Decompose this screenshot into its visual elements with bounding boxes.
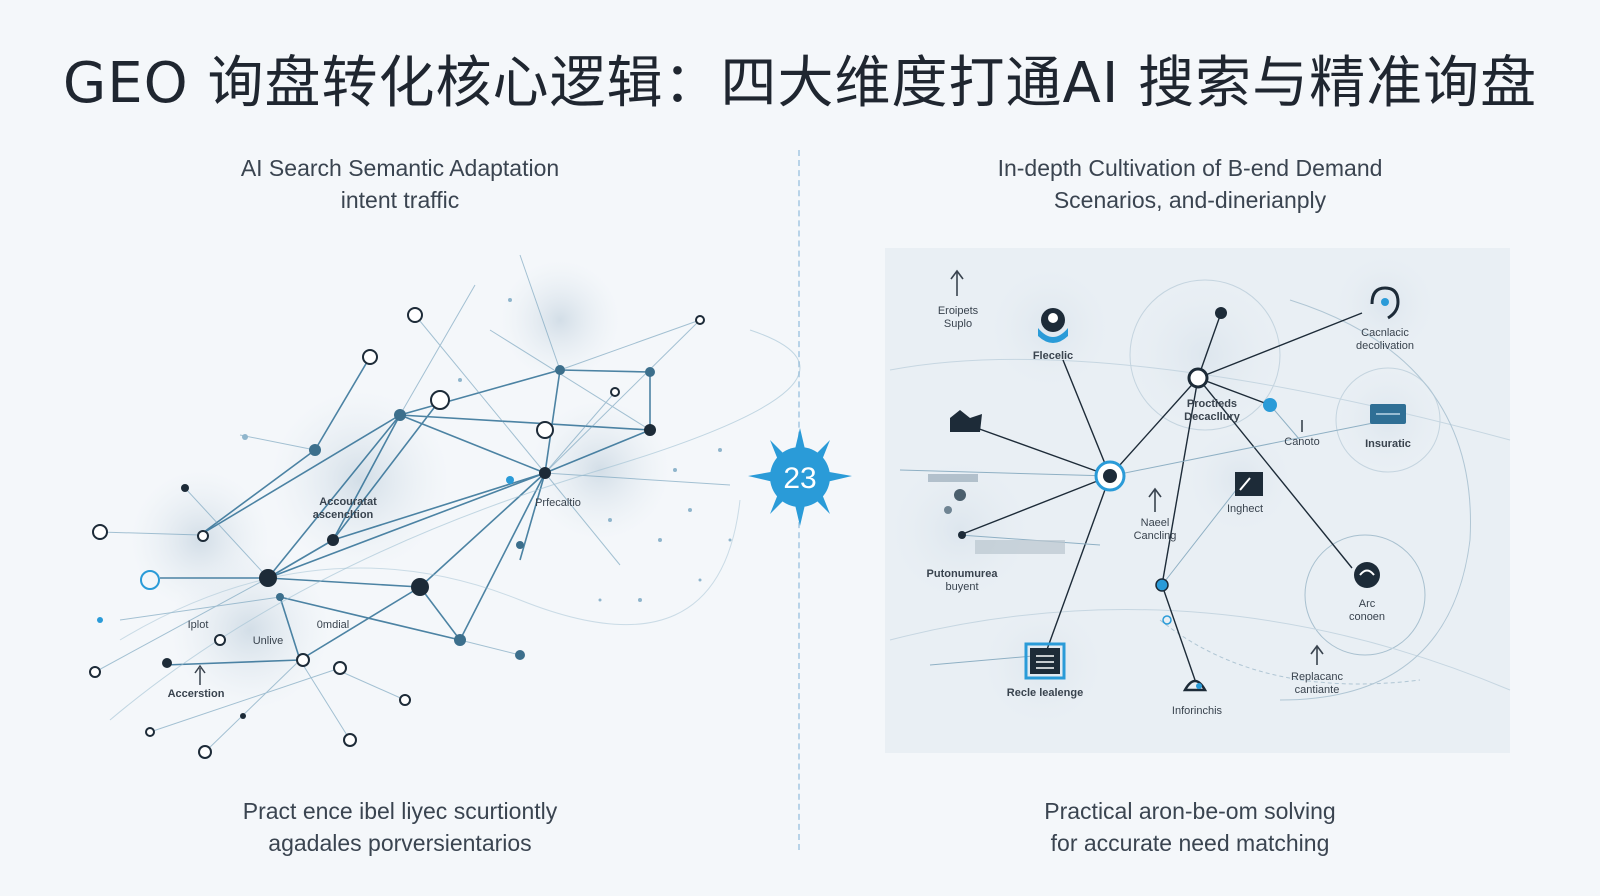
right-heading-line1: In-depth Cultivation of B-end Demand [997, 155, 1383, 181]
left-heading-line2: intent traffic [340, 187, 460, 213]
display-icon [1370, 404, 1406, 424]
info-icon [1182, 679, 1208, 692]
flecelic-icon [1038, 308, 1068, 343]
left-label-iplot: Iplot [188, 619, 209, 631]
ship-icon [950, 410, 982, 432]
right-label-decacllury: Decacllury [1184, 411, 1241, 423]
ear-icon [1370, 286, 1400, 320]
right-label-cacnlacic: Cacnlacic [1361, 327, 1409, 339]
left-label-ascendion: ascencltion [313, 509, 374, 521]
left-label-accuracy: Accouratat [319, 496, 377, 508]
arc-icon [1354, 562, 1380, 588]
right-label-inforinchis: Inforinchis [1172, 705, 1223, 717]
right-label-putonumurea: Putonumurea [927, 568, 999, 580]
right-caption-line2: for accurate need matching [1050, 830, 1330, 856]
right-label-buyent: buyent [945, 581, 978, 593]
page-title: GEO 询盘转化核心逻辑：四大维度打通AI 搜索与精准询盘 [62, 51, 1538, 116]
left-label-unlive: Unlive [253, 635, 284, 647]
left-network: Accouratat ascencltion Prfecaltio Unlive… [89, 254, 801, 759]
right-label-eropets: Eroipets [938, 305, 979, 317]
right-label-decolivation: decolivation [1356, 340, 1414, 352]
right-label-replacanc: Replacanc [1291, 671, 1343, 683]
right-label-canling: Cancling [1134, 530, 1177, 542]
right-label-inghect: Inghect [1227, 503, 1263, 515]
right-label-recle: Recle lealenge [1007, 687, 1083, 699]
left-caption-line1: Pract ence ibel liyec scurtiontly [242, 798, 558, 824]
right-label-arc: Arc [1359, 598, 1376, 610]
right-label-naeel: Naeel [1141, 517, 1170, 529]
right-heading-line2: Scenarios, and-dinerianply [1053, 187, 1327, 213]
left-label-predict: Prfecaltio [535, 497, 581, 509]
left-label-accerstion: Accerstion [168, 688, 225, 700]
right-caption: Practical aron-be-om solving for accurat… [930, 795, 1450, 859]
right-label-conoen: conoen [1349, 611, 1385, 623]
right-caption-line1: Practical aron-be-om solving [1044, 798, 1336, 824]
left-caption: Pract ence ibel liyec scurtiontly agadal… [150, 795, 650, 859]
center-starburst-badge: 23 [748, 428, 852, 526]
scatter-icon [928, 474, 1065, 554]
center-badge-number: 23 [783, 462, 816, 495]
right-label-suplo: Suplo [944, 318, 972, 330]
document-icon [1235, 472, 1263, 496]
left-caption-line2: agadales porversientarios [268, 830, 532, 856]
right-label-cantiante: cantiante [1295, 684, 1340, 696]
right-label-insuratic: Insuratic [1365, 438, 1411, 450]
left-label-omdial: 0mdial [317, 619, 349, 631]
right-label-canoto: Canoto [1284, 436, 1319, 448]
right-heading: In-depth Cultivation of B-end Demand Sce… [930, 152, 1450, 216]
right-label-proctleds: Proctleds [1187, 398, 1237, 410]
right-label-flecelic: Flecelic [1033, 350, 1073, 362]
left-heading: AI Search Semantic Adaptation intent tra… [150, 152, 650, 216]
right-network: Eroipets Suplo Flecelic Proctleds Decacl… [885, 248, 1511, 753]
list-icon [1024, 642, 1066, 680]
left-heading-line1: AI Search Semantic Adaptation [240, 155, 560, 181]
